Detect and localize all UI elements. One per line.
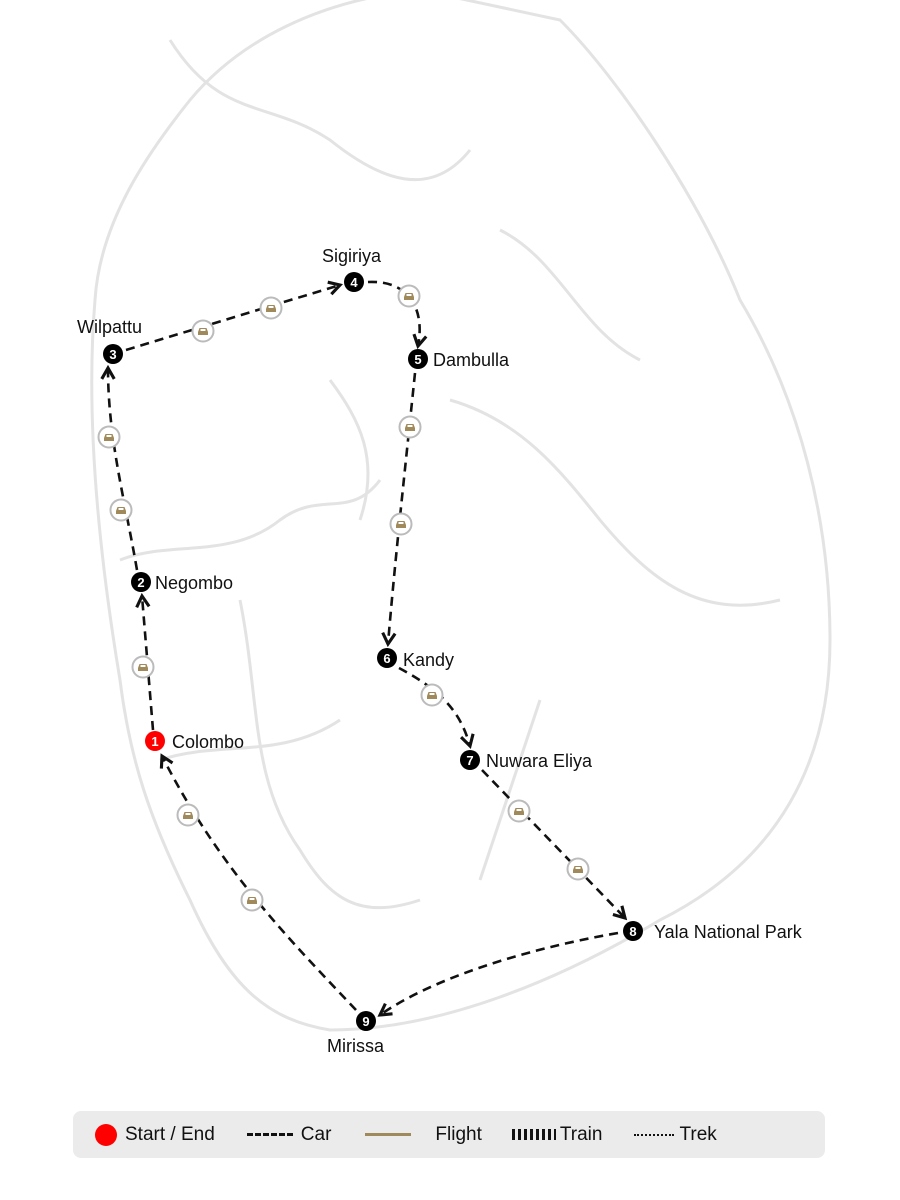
legend-flight: Flight bbox=[365, 1123, 482, 1146]
route-yala-mirissa bbox=[377, 931, 619, 1017]
legend-start-end: Start / End bbox=[95, 1123, 215, 1146]
legend-train: Train bbox=[511, 1123, 603, 1146]
stop-kandy[interactable]: 6 Kandy bbox=[377, 648, 454, 670]
stop-dambulla[interactable]: 5 Dambulla bbox=[408, 349, 510, 370]
stop-number: 3 bbox=[109, 347, 116, 362]
red-dot-icon bbox=[95, 1123, 117, 1146]
route-nuwara-yala bbox=[481, 769, 628, 921]
stop-number: 6 bbox=[383, 651, 390, 666]
stop-marker bbox=[356, 1011, 376, 1031]
car-icon bbox=[131, 655, 155, 679]
legend-car: Car bbox=[246, 1123, 332, 1146]
stop-label: Yala National Park bbox=[654, 922, 803, 942]
stop-label: Dambulla bbox=[433, 350, 510, 370]
legend-label: Flight bbox=[435, 1123, 482, 1145]
car-icon bbox=[397, 284, 421, 308]
stop-number: 9 bbox=[362, 1014, 369, 1029]
stop-number: 1 bbox=[151, 734, 158, 749]
route-mirissa-colombo bbox=[159, 753, 357, 1011]
dashed-line-icon bbox=[246, 1133, 293, 1136]
car-icon bbox=[420, 683, 444, 707]
stop-mirissa[interactable]: 9 Mirissa bbox=[327, 1011, 385, 1056]
stop-label: Negombo bbox=[155, 573, 233, 593]
car-icon bbox=[176, 803, 200, 827]
stop-label: Mirissa bbox=[327, 1036, 385, 1056]
car-icon bbox=[389, 512, 413, 536]
stop-number: 7 bbox=[466, 753, 473, 768]
car-icon bbox=[97, 425, 121, 449]
legend-label: Trek bbox=[679, 1123, 717, 1145]
stop-marker bbox=[103, 344, 123, 364]
stop-marker bbox=[344, 272, 364, 292]
start-marker bbox=[145, 731, 165, 751]
stop-marker bbox=[623, 921, 643, 941]
map-legend: Start / End Car Flight Train Trek bbox=[73, 1111, 825, 1158]
stop-colombo[interactable]: 1 Colombo bbox=[145, 731, 244, 752]
stop-marker bbox=[131, 572, 151, 592]
stop-nuwara-eliya[interactable]: 7 Nuwara Eliya bbox=[460, 750, 593, 771]
stop-label: Nuwara Eliya bbox=[486, 751, 593, 771]
island-outline bbox=[90, 0, 832, 1032]
solid-line-icon bbox=[365, 1133, 412, 1136]
car-icon bbox=[109, 498, 133, 522]
stop-marker bbox=[408, 349, 428, 369]
stop-label: Sigiriya bbox=[322, 246, 382, 266]
stop-wilpattu[interactable]: 3 Wilpattu bbox=[77, 317, 142, 364]
stop-negombo[interactable]: 2 Negombo bbox=[131, 572, 233, 593]
stop-number: 8 bbox=[629, 924, 636, 939]
stop-marker bbox=[377, 648, 397, 668]
car-icon bbox=[398, 415, 422, 439]
legend-label: Train bbox=[559, 1123, 603, 1145]
car-icon bbox=[240, 888, 264, 912]
legend-label: Car bbox=[300, 1123, 332, 1145]
stop-marker bbox=[460, 750, 480, 770]
route-wilpattu-sigiriya bbox=[125, 280, 344, 352]
stop-yala[interactable]: 8 Yala National Park bbox=[623, 921, 803, 942]
dotted-line-icon bbox=[634, 1133, 675, 1136]
stop-label: Wilpattu bbox=[77, 317, 142, 337]
train-track-icon bbox=[511, 1129, 556, 1140]
stop-label: Colombo bbox=[172, 732, 244, 752]
route-kandy-nuwara bbox=[398, 666, 475, 750]
stop-label: Kandy bbox=[403, 650, 454, 670]
car-icon bbox=[507, 799, 531, 823]
legend-trek: Trek bbox=[634, 1123, 717, 1146]
stop-number: 2 bbox=[137, 575, 144, 590]
stop-number: 5 bbox=[414, 352, 421, 367]
stop-sigiriya[interactable]: 4 Sigiriya bbox=[322, 246, 382, 292]
stop-number: 4 bbox=[350, 275, 358, 290]
car-icon bbox=[191, 319, 215, 343]
legend-label: Start / End bbox=[125, 1123, 215, 1145]
car-icon bbox=[566, 857, 590, 881]
car-icon bbox=[259, 296, 283, 320]
